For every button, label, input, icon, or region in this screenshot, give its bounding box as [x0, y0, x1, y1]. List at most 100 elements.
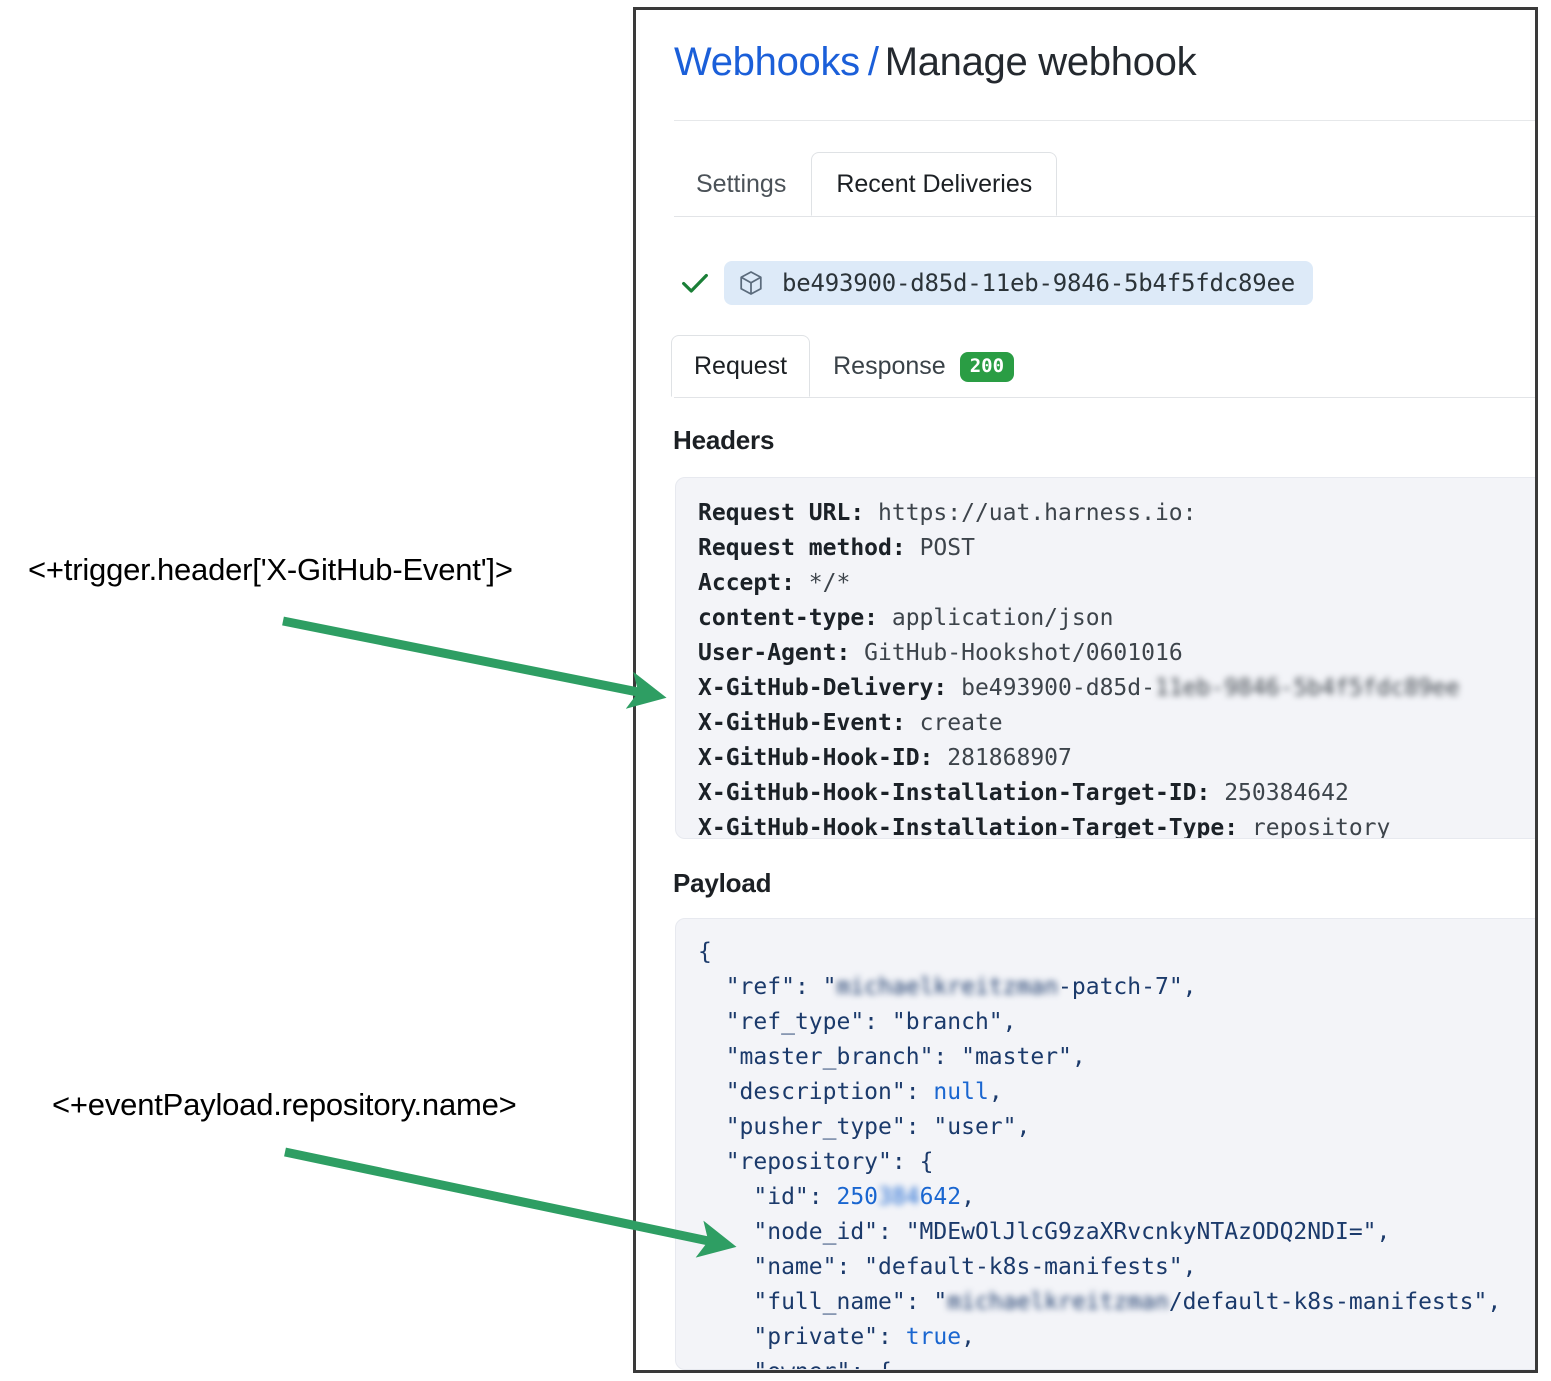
payload-indent — [698, 1114, 726, 1140]
payload-indent — [698, 1079, 726, 1105]
payload-line: "ref_type": "branch", — [698, 1005, 1535, 1040]
tab-settings[interactable]: Settings — [696, 170, 787, 198]
payload-redacted-text: michaelkreitzman — [947, 1289, 1169, 1315]
header-line: X-GitHub-Event: create — [698, 706, 1535, 741]
payload-line: { — [698, 935, 1535, 970]
subtab-response-label: Response — [833, 352, 946, 380]
payload-line: "name": "default-k8s-manifests", — [698, 1250, 1535, 1285]
payload-line: "owner": { — [698, 1355, 1535, 1369]
header-value: create — [905, 710, 1003, 736]
payload-indent — [698, 1219, 753, 1245]
header-line: Request method: POST — [698, 531, 1535, 566]
payload-heading: Payload — [673, 868, 772, 898]
payload-line: "node_id": "MDEwOlJlcG9zaXRvcnkyNTAzODQ2… — [698, 1215, 1535, 1250]
header-key: Accept: — [698, 570, 795, 596]
arrow-to-github-event — [282, 616, 667, 709]
payload-text: 250 — [836, 1184, 879, 1210]
payload-text: "full_name": " — [753, 1289, 948, 1315]
header-line: X-GitHub-Hook-Installation-Target-ID: 25… — [698, 776, 1535, 811]
header-key: X-GitHub-Delivery: — [698, 675, 948, 701]
payload-text: null — [933, 1079, 989, 1105]
payload-text: "pusher_type": "user", — [725, 1114, 1031, 1140]
payload-indent — [698, 1254, 753, 1280]
breadcrumb-link-webhooks[interactable]: Webhooks — [674, 40, 860, 84]
payload-redacted-text: 384 — [878, 1184, 920, 1210]
payload-line: "ref": "michaelkreitzman-patch-7", — [698, 970, 1535, 1005]
header-line: Accept: */* — [698, 566, 1535, 601]
header-line: X-GitHub-Hook-Installation-Target-Type: … — [698, 811, 1535, 839]
subtab-response[interactable]: Response 200 — [810, 335, 1037, 397]
payload-text: "node_id": "MDEwOlJlcG9zaXRvcnkyNTAzODQ2… — [753, 1219, 1391, 1245]
headers-heading: Headers — [673, 425, 775, 455]
payload-text: "name": "default-k8s-manifests", — [753, 1254, 1197, 1280]
payload-indent — [698, 1184, 753, 1210]
payload-line: "id": 250384642, — [698, 1180, 1535, 1215]
header-value: 250384642 — [1210, 780, 1349, 806]
breadcrumb-current: Manage webhook — [884, 40, 1197, 84]
payload-redacted-text: michaelkreitzman — [836, 974, 1059, 1000]
payload-text: "id": — [753, 1184, 837, 1210]
header-key: Request method: — [698, 535, 906, 561]
payload-line: "repository": { — [698, 1145, 1535, 1180]
header-value: https://uat.harness.io: — [864, 500, 1197, 526]
header-line: User-Agent: GitHub-Hookshot/0601016 — [698, 636, 1535, 671]
header-value: application/json — [878, 605, 1114, 631]
check-icon — [678, 266, 712, 300]
payload-code-block: { "ref": "michaelkreitzman-patch-7", "re… — [675, 918, 1535, 1370]
payload-text: "description": — [725, 1079, 934, 1105]
payload-text: 642 — [919, 1184, 962, 1210]
header-value: */* — [794, 570, 851, 596]
payload-indent — [698, 974, 726, 1000]
event-payload-annotation-label: <+eventPayload.repository.name> — [52, 1087, 517, 1122]
header-key: User-Agent: — [698, 640, 851, 666]
header-line: X-GitHub-Delivery: be493900-d85d-11eb-98… — [698, 671, 1535, 706]
delivery-id-text: be493900-d85d-11eb-9846-5b4f5fdc89ee — [782, 269, 1295, 297]
payload-line: "full_name": "michaelkreitzman/default-k… — [698, 1285, 1535, 1320]
payload-line: "master_branch": "master", — [698, 1040, 1535, 1075]
payload-indent — [698, 1359, 753, 1369]
payload-text: "repository": { — [725, 1149, 934, 1175]
header-line: content-type: application/json — [698, 601, 1535, 636]
payload-text: "owner": { — [753, 1359, 891, 1369]
header-value: 281868907 — [933, 745, 1072, 771]
payload-text: "master_branch": "master", — [725, 1044, 1086, 1070]
delivery-id-chip[interactable]: be493900-d85d-11eb-9846-5b4f5fdc89ee — [724, 261, 1313, 305]
payload-text: true — [905, 1324, 962, 1350]
payload-line: "description": null, — [698, 1075, 1535, 1110]
subtab-request[interactable]: Request — [671, 335, 811, 397]
header-key: X-GitHub-Hook-Installation-Target-ID: — [698, 780, 1211, 806]
header-key: Request URL: — [698, 500, 865, 526]
payload-text: "private": — [753, 1324, 906, 1350]
header-line: Request URL: https://uat.harness.io: — [698, 496, 1535, 531]
header-value: be493900-d85d- — [947, 675, 1155, 701]
subtab-list: Request Response 200 — [671, 335, 1037, 397]
payload-indent — [698, 1009, 726, 1035]
header-value: GitHub-Hookshot/0601016 — [850, 640, 1183, 666]
subtabs-baseline — [674, 397, 1535, 398]
header-key: X-GitHub-Hook-ID: — [698, 745, 934, 771]
header-value-redacted: 11eb-9846-5b4f5fdc89ee — [1154, 675, 1460, 701]
delivery-row[interactable]: be493900-d85d-11eb-9846-5b4f5fdc89ee — [678, 259, 1313, 307]
title-divider — [674, 120, 1535, 121]
header-key: content-type: — [698, 605, 879, 631]
breadcrumb-separator: / — [867, 40, 879, 84]
payload-indent — [698, 1044, 726, 1070]
cube-icon — [736, 268, 766, 298]
payload-indent — [698, 1149, 726, 1175]
status-badge: 200 — [959, 351, 1015, 382]
payload-line: "private": true, — [698, 1320, 1535, 1355]
headers-code-block: Request URL: https://uat.harness.io:Requ… — [675, 477, 1535, 839]
payload-text: , — [988, 1079, 1003, 1105]
header-value: POST — [905, 535, 975, 561]
payload-text: , — [961, 1324, 975, 1350]
payload-text: /default-k8s-manifests", — [1168, 1289, 1502, 1315]
header-line: X-GitHub-Hook-ID: 281868907 — [698, 741, 1535, 776]
header-key: X-GitHub-Event: — [698, 710, 906, 736]
tab-list: Settings Recent Deliveries — [671, 152, 1058, 216]
payload-line: "pusher_type": "user", — [698, 1110, 1535, 1145]
payload-text: { — [698, 939, 712, 965]
payload-indent — [698, 1289, 753, 1315]
tab-recent-deliveries[interactable]: Recent Deliveries — [811, 152, 1058, 216]
payload-indent — [698, 1324, 753, 1350]
header-key: X-GitHub-Hook-Installation-Target-Type: — [698, 815, 1239, 839]
